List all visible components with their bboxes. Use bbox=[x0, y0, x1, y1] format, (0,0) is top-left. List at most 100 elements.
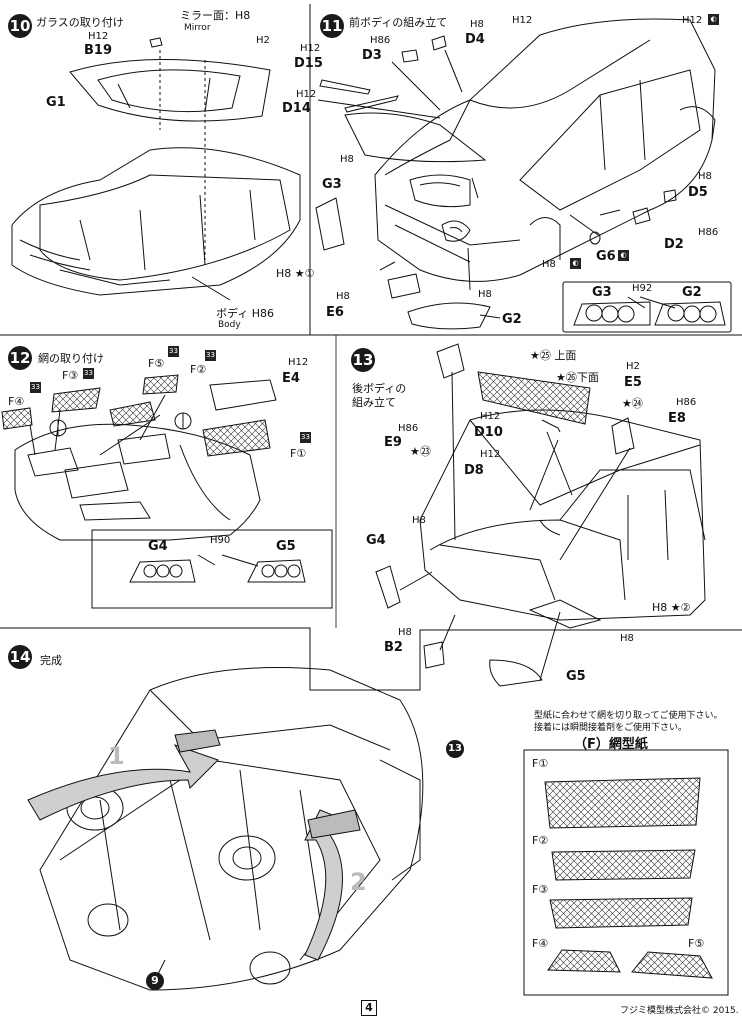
step11-car-front-body bbox=[374, 18, 716, 282]
b19-color: H12 bbox=[88, 31, 109, 42]
ref-step-13-circle: 13 bbox=[446, 740, 464, 758]
g1-color: H2 bbox=[256, 35, 270, 46]
step-12-badge: 12 bbox=[8, 346, 32, 370]
step13-car-rear-body bbox=[419, 409, 706, 629]
template-title: （F）網型紙 bbox=[574, 737, 648, 752]
step-12-title: 網の取り付け bbox=[38, 352, 104, 365]
e4-color: H12 bbox=[288, 357, 309, 368]
g3-color: H8 bbox=[340, 154, 354, 165]
arrow-2-label: 2 bbox=[350, 868, 367, 896]
g6-two-tone-icon: ◐ bbox=[618, 250, 629, 261]
f2-badge-top: 33 bbox=[205, 350, 216, 361]
f5-badge: 33 bbox=[168, 346, 179, 357]
copyright-credit: フジミ模型株式会社© 2015. 2 bbox=[620, 1006, 742, 1016]
d15-color: H12 bbox=[300, 43, 321, 54]
step-14-title: 完成 bbox=[40, 654, 62, 667]
part-e5: E5 bbox=[624, 375, 642, 390]
g4-color: H8 bbox=[412, 515, 426, 526]
part-g5: G5 bbox=[566, 669, 586, 684]
inset-g4g5-color: H90 bbox=[210, 535, 231, 546]
inset-g2: G2 bbox=[682, 285, 702, 300]
mesh-f2: F② bbox=[190, 363, 207, 376]
inset-color: H92 bbox=[632, 283, 653, 294]
part-b19: B19 bbox=[84, 43, 112, 58]
page-number: 4 bbox=[361, 1000, 377, 1016]
d4-color: H8 bbox=[470, 19, 484, 30]
step12-front-bumper bbox=[14, 423, 261, 541]
part-e6: E6 bbox=[326, 305, 344, 320]
e5-color: H2 bbox=[626, 361, 640, 372]
template-f1: F① bbox=[532, 757, 549, 770]
part-g4: G4 bbox=[366, 533, 386, 548]
g6-color: H8 bbox=[542, 259, 556, 270]
step-10-badge: 10 bbox=[8, 14, 32, 38]
part-d8: D8 bbox=[464, 463, 484, 478]
mesh-f5: F⑤ bbox=[148, 357, 165, 370]
sticker-2-rear: H8 ★② bbox=[652, 601, 691, 614]
e9-sticker: ★㉓ bbox=[410, 445, 431, 458]
step14-complete-car-underside bbox=[39, 667, 424, 991]
part-e4: E4 bbox=[282, 371, 300, 386]
part-g2: G2 bbox=[502, 312, 522, 327]
template-f2: F② bbox=[532, 834, 549, 847]
f3-badge: 33 bbox=[83, 368, 94, 379]
part-d4: D4 bbox=[465, 32, 485, 47]
step-10-title: ガラスの取り付け bbox=[36, 16, 124, 29]
body-jp-label: ボディ H86 bbox=[216, 307, 274, 320]
d10-color: H12 bbox=[480, 411, 501, 422]
template-f4: F④ bbox=[532, 937, 549, 950]
template-note-1: 型紙に合わせて網を切り取ってご使用下さい。 bbox=[534, 711, 723, 721]
b2-color: H8 bbox=[398, 627, 412, 638]
sticker-1-label: H8 ★① bbox=[276, 267, 315, 280]
roof-color: H12 bbox=[512, 15, 533, 26]
two-tone-marker-icon: ◐ bbox=[708, 14, 719, 25]
arrow-1-label: 1 bbox=[108, 742, 125, 770]
mesh-f1: F① bbox=[290, 447, 307, 460]
part-g1: G1 bbox=[46, 95, 66, 110]
part-e8: E8 bbox=[668, 411, 686, 426]
d2-color: H86 bbox=[698, 227, 719, 238]
f4-badge: 33 bbox=[30, 382, 41, 393]
d8-color: H12 bbox=[480, 449, 501, 460]
step-11-title: 前ボディの組み立て bbox=[349, 16, 448, 29]
sticker-25-top: ★㉕ 上面 bbox=[530, 349, 577, 362]
e6-color: H8 bbox=[336, 291, 350, 302]
f1-badge: 33 bbox=[300, 432, 311, 443]
part-d14: D14 bbox=[282, 101, 311, 116]
d5-color: H8 bbox=[698, 171, 712, 182]
template-note-2: 接着には瞬間接着剤をご使用下さい。 bbox=[534, 723, 688, 733]
d14-color: H12 bbox=[296, 89, 317, 100]
rear-bumper-color: H8 bbox=[620, 633, 634, 644]
part-g3: G3 bbox=[322, 177, 342, 192]
inset-g4: G4 bbox=[148, 539, 168, 554]
ref-step-9-circle: 9 bbox=[146, 972, 164, 990]
part-d2: D2 bbox=[664, 237, 684, 252]
part-d10: D10 bbox=[474, 425, 503, 440]
inset-g3: G3 bbox=[592, 285, 612, 300]
body-en-label: Body bbox=[218, 320, 241, 330]
template-f5: F⑤ bbox=[688, 937, 705, 950]
e8-color: H86 bbox=[676, 397, 697, 408]
inset-g5: G5 bbox=[276, 539, 296, 554]
template-f3: F③ bbox=[532, 883, 549, 896]
g2-bottom-color: H8 bbox=[478, 289, 492, 300]
g6-marker-icon: ◐ bbox=[570, 258, 581, 269]
step-13-title: 後ボディの 組み立て bbox=[352, 382, 407, 409]
mirror-en-label: Mirror bbox=[184, 23, 211, 33]
part-d15: D15 bbox=[294, 56, 323, 71]
d3-color: H86 bbox=[370, 35, 391, 46]
sticker-24: ★㉔ bbox=[622, 397, 643, 410]
part-e9: E9 bbox=[384, 435, 402, 450]
part-g6: G6 bbox=[596, 249, 616, 264]
sticker-26-bottom: ★㉖下面 bbox=[556, 371, 599, 384]
step-13-badge: 13 bbox=[351, 348, 375, 372]
roof-right-color: H12 bbox=[682, 15, 703, 26]
step10-body-shell bbox=[11, 147, 301, 296]
step-14-badge: 14 bbox=[8, 645, 32, 669]
step10-glass-g1 bbox=[69, 58, 271, 122]
part-d3: D3 bbox=[362, 48, 382, 63]
mesh-f3: F③ bbox=[62, 369, 79, 382]
e9-color: H86 bbox=[398, 423, 419, 434]
mesh-f4: F④ bbox=[8, 395, 25, 408]
part-b2: B2 bbox=[384, 640, 403, 655]
